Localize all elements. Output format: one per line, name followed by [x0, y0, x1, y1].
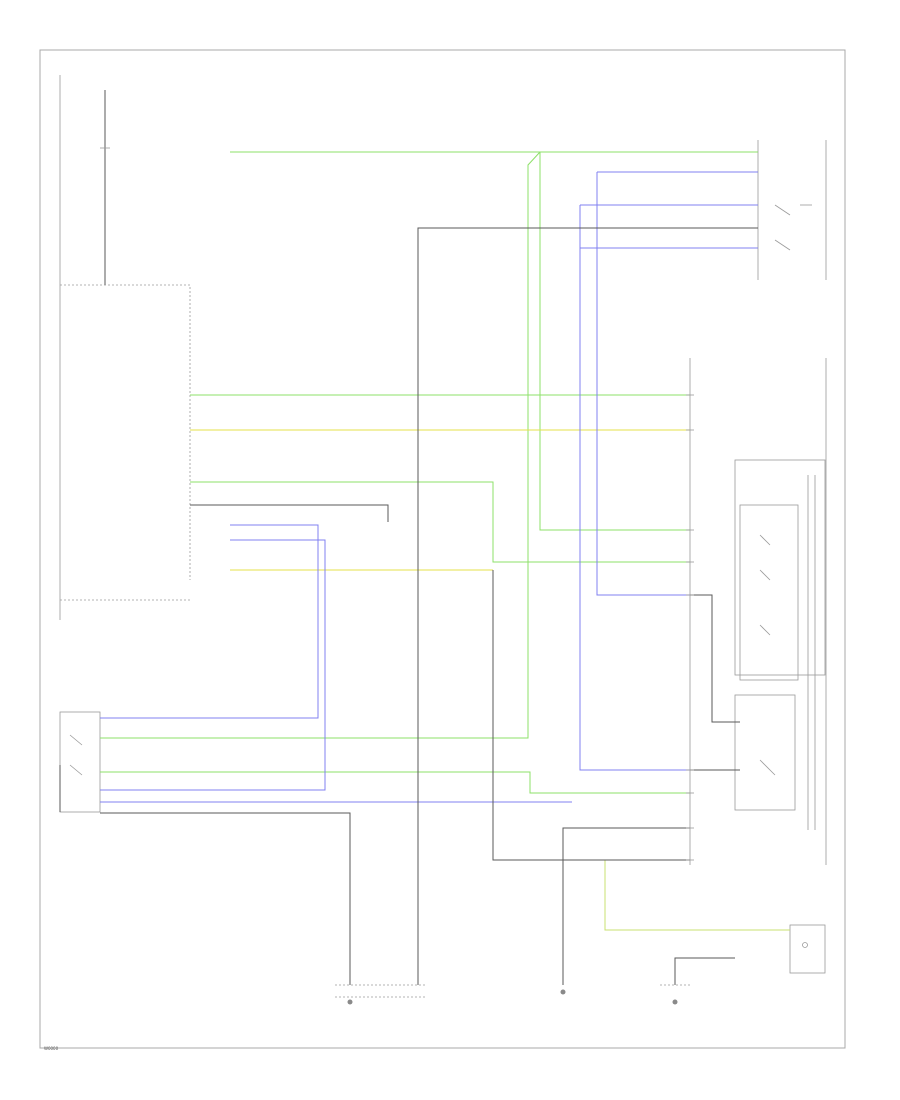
relay-block — [757, 140, 827, 280]
power-feed — [59, 75, 110, 620]
left-switch — [59, 711, 101, 813]
ground-g2 — [560, 989, 566, 995]
bottom-right-sensor — [789, 924, 826, 974]
ground-points — [335, 984, 690, 1005]
black-wires — [59, 227, 758, 985]
ground-g3 — [672, 999, 678, 1005]
diagram-frame — [39, 49, 846, 1049]
blue-wires — [100, 171, 758, 803]
control-unit-block — [60, 284, 191, 601]
page-code: W0000 — [44, 1046, 59, 1051]
green-wires — [100, 151, 758, 794]
yellow-wires — [190, 429, 790, 931]
switch-column — [689, 358, 827, 865]
connector-ticks — [686, 394, 694, 861]
ground-g1 — [347, 999, 353, 1005]
